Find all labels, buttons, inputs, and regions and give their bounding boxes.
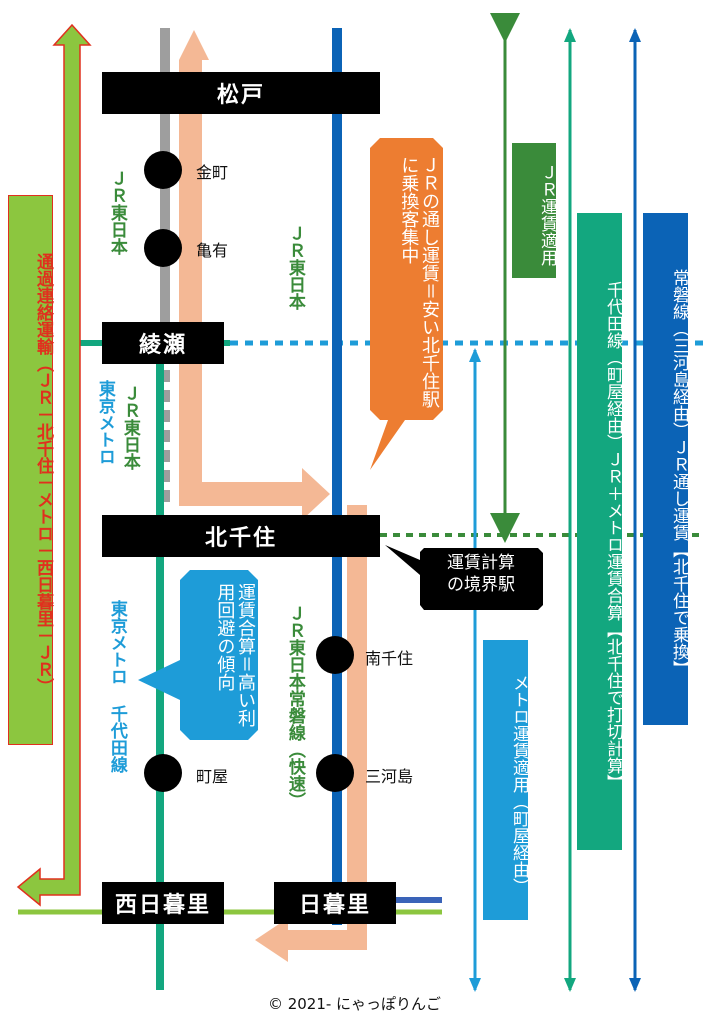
- line-label-tokyo-metro-chiyoda: 東京メトロ 千代田線: [106, 600, 127, 773]
- line-label-tokyo-metro-upper: 東京メトロ: [94, 380, 115, 465]
- station-nippori: 日暮里: [274, 882, 396, 924]
- boundary-line1: 運賃計算: [447, 553, 515, 573]
- callout-jr-through-fare: ＪＲの通し運賃＝安い北千住駅に乗換客集中: [398, 156, 440, 408]
- boundary-callout-bubble: [385, 545, 543, 610]
- station-dot-kameari: [144, 229, 182, 267]
- station-dot-kanamachi: [144, 151, 182, 189]
- callout-combined-fare: 運賃合算＝高い利用回避の傾向: [214, 583, 256, 727]
- label-machiya: 町屋: [196, 767, 229, 786]
- line-label-jr-east-mid: ＪＲ東日本: [284, 225, 305, 310]
- station-dot-machiya: [144, 754, 182, 792]
- station-dot-minamisenju: [316, 636, 354, 674]
- transit-arrow: [16, 23, 92, 907]
- station-kitasenju: 北千住: [102, 515, 380, 557]
- blue-callout-bubble: [138, 570, 258, 740]
- label-kanamachi: 金町: [196, 163, 229, 182]
- copyright: © 2021- にゃっぽりんご: [267, 995, 442, 1013]
- orange-callout-bubble: [370, 138, 443, 470]
- station-ayase: 綾瀬: [102, 322, 224, 364]
- line-label-jr-east-left: ＪＲ東日本: [106, 170, 127, 255]
- station-nishinippori: 西日暮里: [102, 882, 224, 924]
- station-dot-mikawashima: [316, 754, 354, 792]
- box-joban-route: 常磐線（三河島経由）ＪＲ通し運賃【北千住で乗換】: [643, 213, 689, 725]
- boundary-line2: の境界駅: [447, 575, 515, 596]
- box-metro-fare: メトロ運賃適用（町屋経由）: [483, 640, 529, 920]
- callout-boundary: 運賃計算 の境界駅: [424, 552, 538, 596]
- station-matsudo: 松戸: [102, 72, 380, 114]
- box-transit-contract: 通過連絡運輸（ＪＲ－北千住－メトロ－西日暮里－ＪＲ）: [8, 195, 53, 745]
- line-label-jr-joban-rapid: ＪＲ東日本常磐線（快速）: [284, 605, 305, 809]
- box-chiyoda-route: 千代田線（町屋経由）ＪＲ＋メトロ運賃合算【北千住で打切計算】: [577, 213, 623, 850]
- box-jr-fare: ＪＲ運賃適用: [512, 143, 557, 278]
- line-label-jr-east-lower: ＪＲ東日本: [119, 385, 140, 470]
- label-kameari: 亀有: [196, 241, 229, 260]
- label-minamisenju: 南千住: [365, 649, 414, 668]
- label-mikawashima: 三河島: [365, 767, 414, 786]
